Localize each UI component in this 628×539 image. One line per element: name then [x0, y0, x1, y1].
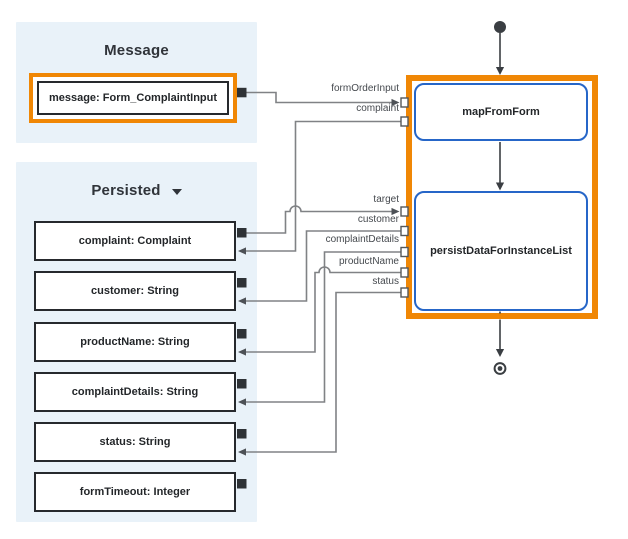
arrowhead-into-status: [238, 448, 246, 456]
arrowhead-into-end: [495, 349, 505, 357]
arrowhead-formOrderInput: [391, 98, 400, 107]
node-mapFromForm-label: mapFromForm: [462, 106, 540, 118]
start-node: [494, 21, 506, 33]
wire-customerPort-to-customerVar: [246, 230, 401, 302]
variable-formTimeout[interactable]: formTimeout: Integer: [34, 472, 236, 512]
arrowhead-into-persist-node: [495, 182, 505, 191]
port-out-status[interactable]: [237, 429, 247, 439]
port-in-status[interactable]: [400, 287, 409, 298]
port-in-complaintDetails[interactable]: [400, 246, 409, 258]
variable-productName[interactable]: productName: String: [34, 322, 236, 362]
end-node: [493, 362, 507, 375]
arrowhead-into-customer: [238, 297, 246, 305]
arrowhead-into-complaintDetails: [238, 398, 246, 406]
node-mapFromForm[interactable]: mapFromForm: [414, 83, 588, 141]
node-persistDataForInstanceList[interactable]: persistDataForInstanceList: [414, 191, 588, 311]
variable-customer[interactable]: customer: String: [34, 271, 236, 311]
wire-label-complaint: complaint: [356, 103, 399, 114]
port-out-formTimeout[interactable]: [237, 479, 247, 489]
wire-statusPort-to-var: [246, 291, 401, 453]
persisted-panel-title: Persisted: [91, 182, 161, 199]
arrowhead-target: [391, 207, 400, 216]
wire-label-productName: productName: [338, 255, 399, 267]
variable-complaint[interactable]: complaint: Complaint: [34, 221, 236, 261]
message-panel-title: Message: [104, 42, 169, 59]
wire-complaintDetailsPort-to-var: [246, 251, 401, 403]
port-in-formOrderInput[interactable]: [400, 97, 409, 108]
wire-complaintVar-to-target: [246, 205, 392, 234]
arrowhead-into-group: [495, 67, 505, 75]
wire-arrowheads: [238, 98, 400, 456]
arrowhead-into-productName: [238, 348, 246, 356]
port-out-message[interactable]: [237, 87, 247, 98]
port-in-customer[interactable]: [400, 225, 409, 237]
arrowhead-into-complaint: [238, 247, 246, 255]
wire-message-to-formOrderInput: [246, 91, 392, 104]
port-out-complaintDetails[interactable]: [237, 379, 247, 389]
wire-label-status: status: [372, 276, 399, 287]
port-out-complaint[interactable]: [237, 228, 247, 238]
wire-complaintPort-to-complaintVar: [246, 120, 401, 252]
wire-label-customer: customer: [357, 213, 399, 225]
port-in-target[interactable]: [400, 206, 409, 217]
port-out-productName[interactable]: [237, 329, 247, 339]
wire-label-formOrderInput: formOrderInput: [331, 83, 399, 94]
wire-productNamePort-to-var: [246, 266, 401, 353]
variable-complaintDetails[interactable]: complaintDetails: String: [34, 372, 236, 412]
node-persistDataForInstanceList-label: persistDataForInstanceList: [430, 245, 572, 257]
variable-status[interactable]: status: String: [34, 422, 236, 462]
wire-label-target: target: [373, 194, 399, 205]
port-in-complaint[interactable]: [400, 116, 409, 127]
persisted-panel-header[interactable]: Persisted: [16, 162, 257, 199]
variable-message-selected[interactable]: message: Form_ComplaintInput: [29, 73, 237, 123]
port-in-productName[interactable]: [400, 267, 409, 278]
variable-message: message: Form_ComplaintInput: [37, 81, 229, 115]
wire-label-complaintDetails: complaintDetails: [325, 234, 399, 245]
port-out-customer[interactable]: [237, 278, 247, 288]
chevron-down-icon[interactable]: [171, 188, 182, 195]
